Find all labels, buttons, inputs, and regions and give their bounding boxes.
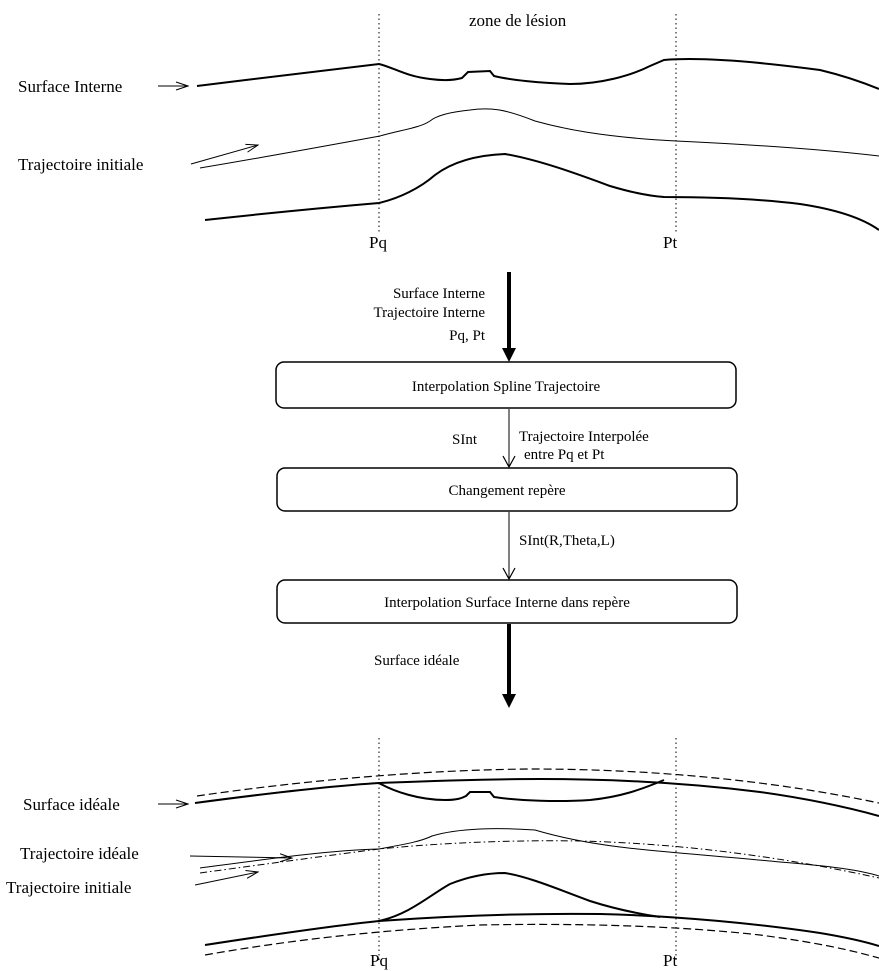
- lower-wall-bottom-curve: [204, 912, 879, 947]
- surface-ideale-dashed-top: [196, 768, 879, 804]
- trajectoire-initiale-bottom-label: Trajectoire initiale: [6, 878, 131, 897]
- trajectoire-initiale-pointer: [190, 145, 258, 165]
- sint-coords-label: SInt(R,Theta,L): [519, 533, 615, 549]
- lesion-dip-top: [378, 779, 665, 802]
- arrow-step2-step3-head: [502, 567, 516, 581]
- surface-interne-solid-top: [194, 777, 879, 817]
- trajectoire-ideale-pointer: [189, 856, 292, 858]
- step-interpolation-surface-box: [276, 579, 738, 624]
- step-changement-repere-label: Changement repère: [448, 483, 565, 499]
- step-interpolation-surface-label: Interpolation Surface Interne dans repèr…: [384, 595, 630, 611]
- input-label-points: Pq, Pt: [449, 328, 486, 344]
- trajectoire-ideale-label: Trajectoire idéale: [20, 844, 139, 863]
- trajectoire-initiale-bottom-pointer: [194, 872, 258, 886]
- top-panel: zone de lésion Surface Interne Trajectoi…: [18, 11, 879, 252]
- surface-interne-label: Surface Interne: [18, 77, 122, 96]
- pq-label: Pq: [369, 233, 387, 252]
- zone-de-lesion-label: zone de lésion: [469, 11, 567, 30]
- lower-wall-bump: [378, 871, 661, 922]
- trajectoire-interpolee-label: Trajectoire Interpolée: [519, 429, 649, 445]
- sint-label: SInt: [452, 432, 478, 448]
- surface-ideale-label: Surface idéale: [23, 795, 120, 814]
- pt-label: Pt: [663, 233, 677, 252]
- trajectoire-initiale-curve: [199, 108, 879, 169]
- pt-label-bottom: Pt: [663, 951, 677, 970]
- step-changement-repere-box: [276, 467, 738, 512]
- trajectoire-initiale-bottom-curve: [199, 828, 879, 877]
- output-arrow-head: [502, 694, 516, 708]
- input-arrow-head: [502, 348, 516, 362]
- pq-label-bottom: Pq: [370, 951, 388, 970]
- input-label-trajectoire: Trajectoire Interne: [374, 305, 486, 321]
- surface-interne-curve: [196, 58, 879, 90]
- entre-pq-pt-label: entre Pq et Pt: [524, 447, 605, 463]
- input-label-surface: Surface Interne: [393, 286, 485, 302]
- output-label: Surface idéale: [374, 653, 460, 669]
- bottom-panel: Surface idéale Trajectoire idéale Trajec…: [6, 738, 879, 970]
- arrow-step1-step2-head: [502, 455, 516, 469]
- trajectoire-initiale-label: Trajectoire initiale: [18, 155, 143, 174]
- flow-panel: Surface Interne Trajectoire Interne Pq, …: [275, 272, 738, 708]
- trajectoire-ideale-curve: [199, 840, 879, 879]
- surface-ideale-dashed-bottom: [204, 923, 879, 959]
- step-interpolation-spline-label: Interpolation Spline Trajectoire: [412, 379, 601, 395]
- step-interpolation-spline-box: [275, 361, 737, 409]
- lower-wall-curve: [204, 152, 879, 231]
